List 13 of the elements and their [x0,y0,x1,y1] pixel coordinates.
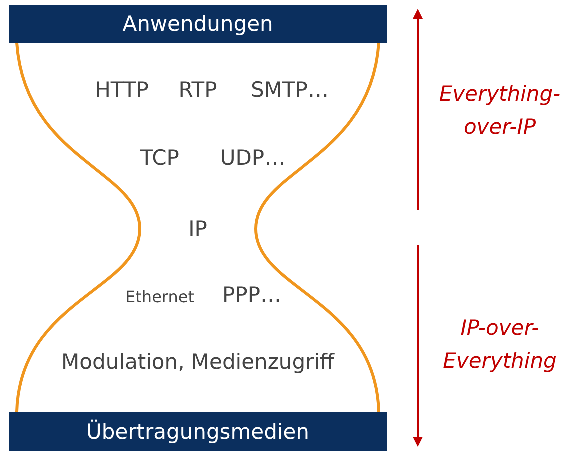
protocol-label: HTTP [95,78,149,102]
protocol-label: TCP [140,146,180,170]
protocol-label: Ethernet [126,288,194,306]
protocol-label: IP [188,217,208,241]
protocol-label: PPP… [222,283,282,307]
protocol-label: SMTP… [251,78,329,102]
protocol-label: Modulation, Medienzugriff [62,350,334,374]
side-label: IP-over-Everything [442,315,558,375]
layer-bar: Anwendungen [9,5,387,43]
layer-bar: Übertragungsmedien [9,412,387,451]
protocol-label: RTP [178,78,218,102]
protocol-label: UDP… [220,146,286,170]
side-label: Everything-over-IP [438,81,562,141]
